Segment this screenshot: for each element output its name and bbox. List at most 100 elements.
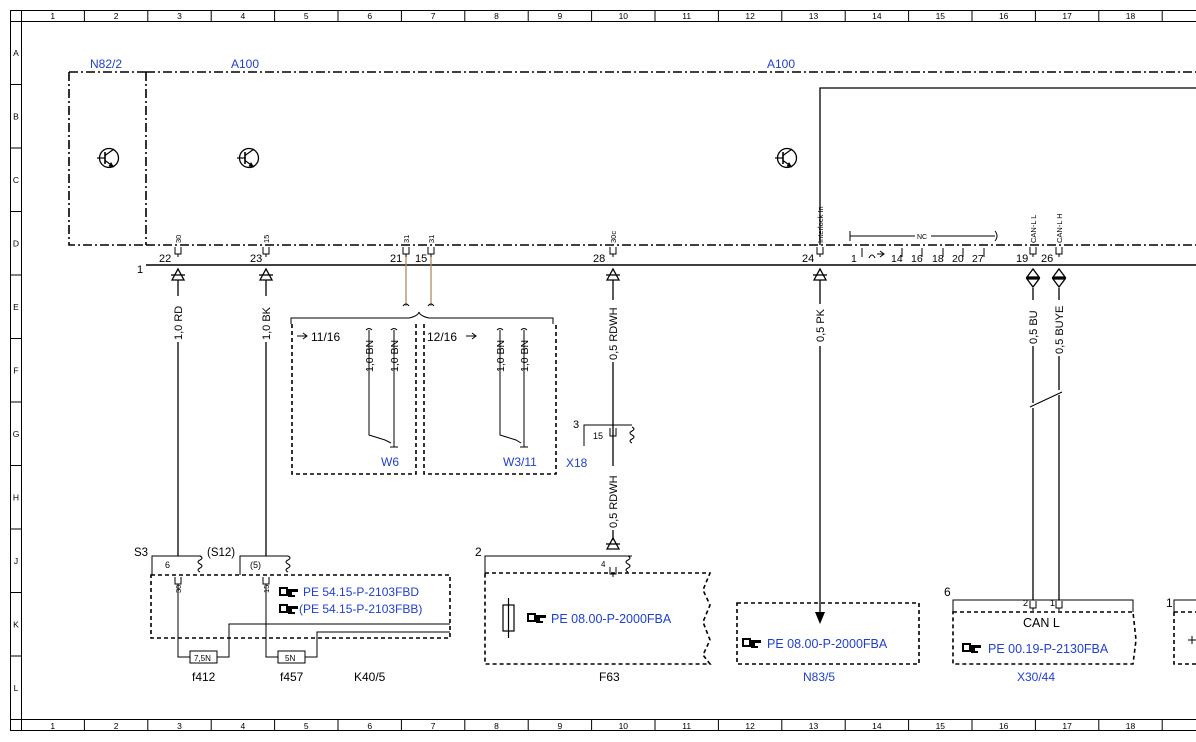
column-number: 14 [872, 721, 882, 731]
transistor-icon [96, 147, 120, 169]
a100-label-left: A100 [231, 57, 259, 71]
ground-wire [365, 328, 528, 448]
bidirectional-arrow-icon [1051, 268, 1067, 288]
x18-label: X18 [566, 456, 588, 470]
nc-pin: 16 [911, 253, 923, 265]
wire-label: 0,5 BU [1028, 310, 1040, 344]
a100-label-right: A100 [767, 57, 795, 71]
nc-pin: 20 [952, 253, 964, 265]
top-pin-24: Interlock In 24 [802, 206, 828, 281]
column-number: 13 [809, 11, 819, 21]
wire-label: 1,0 BN [495, 340, 507, 372]
column-number: 1 [50, 721, 55, 731]
column-number: 3 [177, 11, 182, 21]
x30-number: 6 [944, 585, 951, 599]
pin-number: 19 [1016, 253, 1028, 265]
top-pin-19: CAN-L L 19 [1016, 215, 1041, 288]
column-number: 9 [558, 11, 563, 21]
row-letter: A [13, 48, 19, 58]
x30-44-box: 6 2 1 CAN L PE 00.19-P-2130FBA X30/44 [944, 585, 1137, 684]
pin-number: 22 [159, 253, 171, 265]
f63-pin: 4 [601, 560, 606, 569]
plug-arrow-icon [170, 268, 186, 281]
row-letter: C [13, 175, 19, 185]
row-letter: G [13, 429, 20, 439]
s3-pin: 6 [165, 560, 170, 570]
column-number: 6 [367, 721, 372, 731]
x18-number: 3 [573, 419, 579, 431]
wire-label: 0,5 BUYE [1054, 306, 1066, 354]
bidirectional-arrow-icon [1025, 268, 1041, 288]
top-pin-21: 31 21 [390, 235, 411, 265]
wire-label: 1,0 BK [261, 306, 273, 340]
column-number: 8 [494, 721, 499, 731]
s12-pin: (5) [250, 560, 261, 570]
k40-5-label: K40/5 [354, 670, 386, 684]
n82-2-module: N82/2 [68, 57, 147, 246]
top-pin-26: CAN-L H 26 [1041, 213, 1067, 288]
w3-11-label: W3/11 [503, 455, 537, 469]
nc-pin-group: NC 1 14 16 18 20 27 [849, 230, 998, 265]
transistor-icon [236, 147, 260, 169]
nc-pin: 1 [851, 253, 857, 265]
row-letter: B [13, 111, 19, 121]
row-letter: E [13, 302, 19, 312]
row-letter: K [13, 619, 19, 629]
column-number: 12 [745, 721, 755, 731]
column-number: 3 [177, 721, 182, 731]
top-pin-28: 30c 28 [593, 231, 621, 281]
w6-label: W6 [381, 455, 399, 469]
f63-label: F63 [599, 670, 620, 684]
column-number: 4 [241, 721, 246, 731]
pin-signal-name: 30 [174, 235, 183, 243]
column-number: 5 [304, 11, 309, 21]
plug-arrow-icon [812, 268, 828, 281]
nc-pin: 14 [891, 253, 903, 265]
nc-label: NC [917, 234, 927, 241]
column-number: 17 [1062, 11, 1072, 21]
column-number: 9 [558, 721, 563, 731]
x18-connector: 3 15 X18 [566, 419, 635, 470]
top-pin-15: 31 15 [415, 235, 436, 265]
wire-21-15 [402, 257, 435, 307]
column-number: 7 [431, 721, 436, 731]
k40-ref-2: (PE 54.15-P-2103FBB) [299, 602, 422, 616]
wire-28: 0,5 RDWH 0,5 RDWH [605, 280, 621, 550]
reference-book-icon [962, 643, 981, 653]
s3-switch: S3 6 (S12) (5) [134, 547, 291, 575]
column-number: 15 [936, 721, 946, 731]
column-number: 16 [999, 11, 1009, 21]
fuse-value: 7,5N [194, 654, 211, 663]
x30-pin: 1 [1050, 598, 1055, 608]
n83-ref: PE 08.00-P-2000FBA [767, 637, 888, 651]
wire-label: 1,0 RD [173, 306, 185, 340]
wire-label: 0,5 RDWH [608, 475, 620, 528]
connector-bus: 1 [137, 264, 1196, 276]
x30-label: X30/44 [1017, 670, 1055, 684]
fuse-value: 5N [285, 654, 295, 663]
can-l-label: CAN L [1023, 616, 1060, 630]
wire-label: 1,0 BN [389, 340, 401, 372]
column-number: 8 [494, 11, 499, 21]
pin-number: 28 [593, 253, 605, 265]
column-number: 7 [431, 11, 436, 21]
column-number: 10 [619, 11, 629, 21]
wire-19: 0,5 BU [1027, 288, 1040, 600]
wire-label: 1,0 BN [519, 340, 531, 372]
reference-book-icon [279, 604, 298, 614]
partial-number: 1 [1166, 596, 1173, 610]
nc-pin: 18 [932, 253, 944, 265]
row-letter: F [13, 365, 18, 375]
pin-signal-name: 31 [402, 235, 411, 243]
k40-ref-1: PE 54.15-P-2103FBD [303, 585, 419, 599]
pin-signal-name: 15 [262, 235, 271, 243]
row-letter: D [13, 238, 19, 248]
x30-ref: PE 00.19-P-2130FBA [988, 642, 1109, 656]
pin-number: 15 [415, 253, 427, 265]
column-number: 1 [50, 11, 55, 21]
